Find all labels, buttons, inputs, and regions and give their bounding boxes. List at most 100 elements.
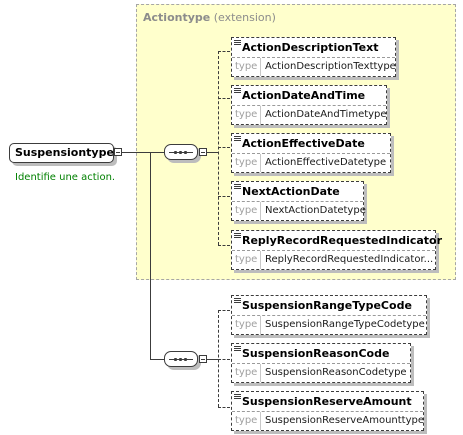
element-name: SuspensionReasonCode [242, 347, 390, 360]
type-separator [260, 316, 261, 334]
extension-type-name: Actiontype [143, 11, 211, 24]
element-lines-icon-stroke [234, 396, 241, 397]
type-separator [260, 412, 261, 430]
connector-seq1-branch [218, 147, 230, 148]
element-lines-icon-stroke [234, 300, 241, 301]
connector-seq1-branch [218, 245, 230, 246]
element-lines-icon-stroke [234, 350, 241, 351]
connector-seq1-bus [207, 152, 218, 153]
element-lines-icon-stroke [234, 88, 241, 89]
element-type-name: ReplyRecordRequestedIndicator... [265, 254, 434, 265]
connector-seq2-branch [218, 407, 230, 408]
element-card-divider [232, 250, 435, 252]
element-lines-icon-stroke [234, 138, 241, 139]
sequence-icon-dot [184, 151, 187, 154]
element-lines-icon [234, 298, 241, 305]
type-keyword: type [235, 367, 258, 378]
element-type-name: SuspensionRangeTypeCodetype [265, 319, 425, 330]
element-lines-icon-stroke [234, 298, 241, 299]
connector-seq2-bus [207, 359, 218, 360]
element-lines-icon [234, 184, 241, 191]
element-lines-icon-stroke [234, 136, 241, 137]
sequence-icon-dot [174, 151, 177, 154]
connector-seq2-branch [218, 359, 230, 360]
element-lines-icon-stroke [234, 44, 241, 45]
element-lines-icon-stroke [234, 184, 241, 185]
type-separator [260, 106, 261, 124]
element-name: ReplyRecordRequestedIndicator [242, 234, 443, 247]
element-lines-icon [234, 394, 241, 401]
connector-seq1-branch [218, 51, 230, 52]
element-name: NextActionDate [242, 185, 340, 198]
type-separator [260, 364, 261, 382]
element-type-name: ActionDateAndTimetype [265, 109, 387, 120]
element-lines-icon-stroke [234, 235, 241, 236]
type-keyword: type [235, 157, 258, 168]
connector-trunk-vertical [150, 152, 151, 359]
element-lines-icon-stroke [234, 188, 241, 189]
element-lines-icon-stroke [234, 302, 241, 303]
extension-title: Actiontype (extension) [143, 11, 276, 24]
root-collapse-toggle[interactable] [114, 148, 122, 156]
sequence-icon-dot [179, 358, 182, 361]
element-lines-icon-stroke [234, 140, 241, 141]
root-element-name: Suspensiontype [15, 146, 114, 159]
connector-seq1-vertical [218, 51, 219, 245]
element-name: ActionDescriptionText [242, 41, 379, 54]
element-type-name: NextActionDatetype [265, 205, 366, 216]
root-element-box[interactable] [9, 143, 114, 163]
element-type-name: ActionDescriptionTexttype [265, 61, 396, 72]
element-type-name: SuspensionReasonCodetype [265, 367, 407, 378]
element-lines-icon [234, 136, 241, 143]
sequence-compositor-2[interactable] [164, 351, 198, 367]
sequence-1-collapse-toggle[interactable] [199, 148, 207, 156]
element-lines-icon-stroke [234, 42, 241, 43]
connector-seq1-branch [218, 196, 230, 197]
sequence-icon-dot [184, 358, 187, 361]
element-lines-icon-stroke [234, 40, 241, 41]
connector-trunk-seq2 [150, 359, 164, 360]
element-lines-icon-stroke [234, 348, 241, 349]
connector-root-trunk [122, 152, 150, 153]
element-lines-icon-stroke [234, 233, 241, 234]
connector-seq2-branch [218, 310, 230, 311]
extension-qualifier: (extension) [213, 11, 276, 24]
element-name: SuspensionReserveAmount [242, 395, 412, 408]
element-lines-icon-stroke [234, 237, 241, 238]
type-keyword: type [235, 205, 258, 216]
element-card-divider [232, 57, 395, 59]
element-lines-icon [234, 233, 241, 240]
element-type-name: SuspensionReserveAmounttype [265, 415, 425, 426]
element-type-name: ActionEffectiveDatetype [265, 157, 387, 168]
element-lines-icon [234, 88, 241, 95]
root-documentation: Identifie une action. [15, 172, 116, 183]
type-separator [260, 251, 261, 269]
type-separator [260, 202, 261, 220]
element-lines-icon-stroke [234, 92, 241, 93]
sequence-compositor-1[interactable] [164, 144, 198, 160]
element-card-divider [232, 411, 423, 413]
element-lines-icon [234, 40, 241, 47]
element-card-divider [232, 363, 410, 365]
sequence-icon-dot [174, 358, 177, 361]
element-lines-icon-stroke [234, 346, 241, 347]
type-separator [260, 58, 261, 76]
type-separator [260, 154, 261, 172]
sequence-2-collapse-toggle[interactable] [199, 355, 207, 363]
type-keyword: type [235, 61, 258, 72]
element-card-divider [232, 153, 390, 155]
element-lines-icon-stroke [234, 398, 241, 399]
element-card-divider [232, 201, 363, 203]
type-keyword: type [235, 109, 258, 120]
element-card-divider [232, 315, 426, 317]
type-keyword: type [235, 415, 258, 426]
type-keyword: type [235, 319, 258, 330]
